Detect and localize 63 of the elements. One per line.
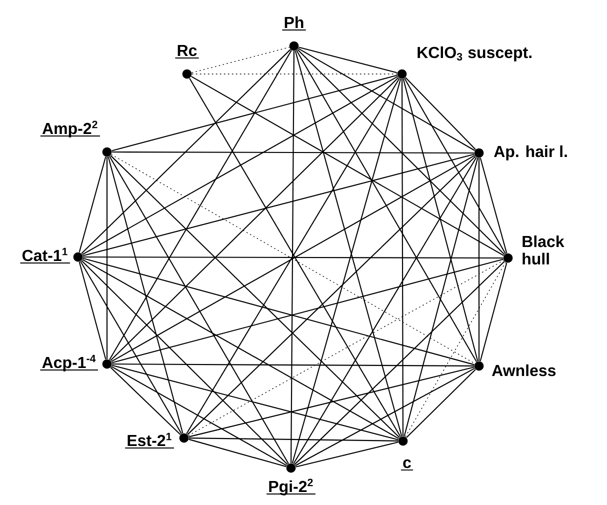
connector-line <box>111 366 287 466</box>
connector-line <box>406 369 476 438</box>
connector-line <box>294 261 505 465</box>
connector-line <box>78 156 106 252</box>
gene-label: Pgi-2$^{2}$ <box>266 478 316 496</box>
connector-line <box>405 77 476 150</box>
connector-line <box>110 367 181 435</box>
connector-line <box>82 154 474 256</box>
gene-label: Awnless <box>492 364 556 376</box>
connector-line <box>191 76 504 256</box>
connector-line <box>108 156 184 434</box>
connector-line <box>401 78 404 436</box>
gene-label: Amp-2$^{2}$ <box>40 120 100 138</box>
gene-label: KClO$_{3}$ suscept. <box>418 46 532 62</box>
connector-line <box>188 366 474 438</box>
connector-line <box>109 156 289 464</box>
connector-line <box>188 438 398 442</box>
gene-label: Black hull <box>522 235 564 265</box>
connector-line <box>296 442 398 468</box>
connector-line <box>292 78 402 464</box>
connector-line <box>294 50 402 436</box>
gene-label: Acp-1$^{-4}$ <box>40 354 98 372</box>
connector-line <box>82 256 504 259</box>
connector-line <box>112 364 398 440</box>
connector-line <box>191 46 290 74</box>
connector-line <box>112 151 474 154</box>
connector-line <box>82 76 398 256</box>
connector-line <box>404 158 478 436</box>
gene-label: c <box>400 459 414 470</box>
connector-line <box>188 438 286 468</box>
connector-line <box>293 156 477 464</box>
connector-line <box>106 156 108 360</box>
connector-line <box>404 78 506 254</box>
gene-label: Est-2$^{1}$ <box>124 432 174 448</box>
connector-line <box>295 368 475 466</box>
connector-line <box>112 258 504 364</box>
connector-line <box>290 50 294 464</box>
connector-line <box>405 262 506 438</box>
connector-line <box>298 46 398 74</box>
gene-label: Ph <box>282 16 306 30</box>
connector-line <box>82 258 399 440</box>
connector-line <box>110 155 400 438</box>
connector-line <box>478 158 480 362</box>
connector-line <box>82 258 474 366</box>
connector-line <box>298 48 475 151</box>
connector-line <box>109 50 292 360</box>
connector-line <box>188 260 504 436</box>
gene-label: Cat-1$^{1}$ <box>20 248 70 264</box>
connector-line <box>402 78 478 362</box>
connector-line <box>480 262 508 362</box>
connector-line <box>81 260 288 465</box>
connector-line <box>296 50 477 362</box>
connector-line <box>112 363 474 366</box>
gene-label: Rc <box>174 45 200 58</box>
connector-line <box>480 158 508 254</box>
connector-line <box>81 49 291 254</box>
connector-line <box>110 77 399 361</box>
connector-line <box>80 260 182 434</box>
connector-line <box>297 49 505 255</box>
connector-line <box>78 262 106 360</box>
connector-line <box>187 156 476 435</box>
gene-label: Ap. hair l. <box>494 145 567 160</box>
connector-line <box>112 74 398 152</box>
